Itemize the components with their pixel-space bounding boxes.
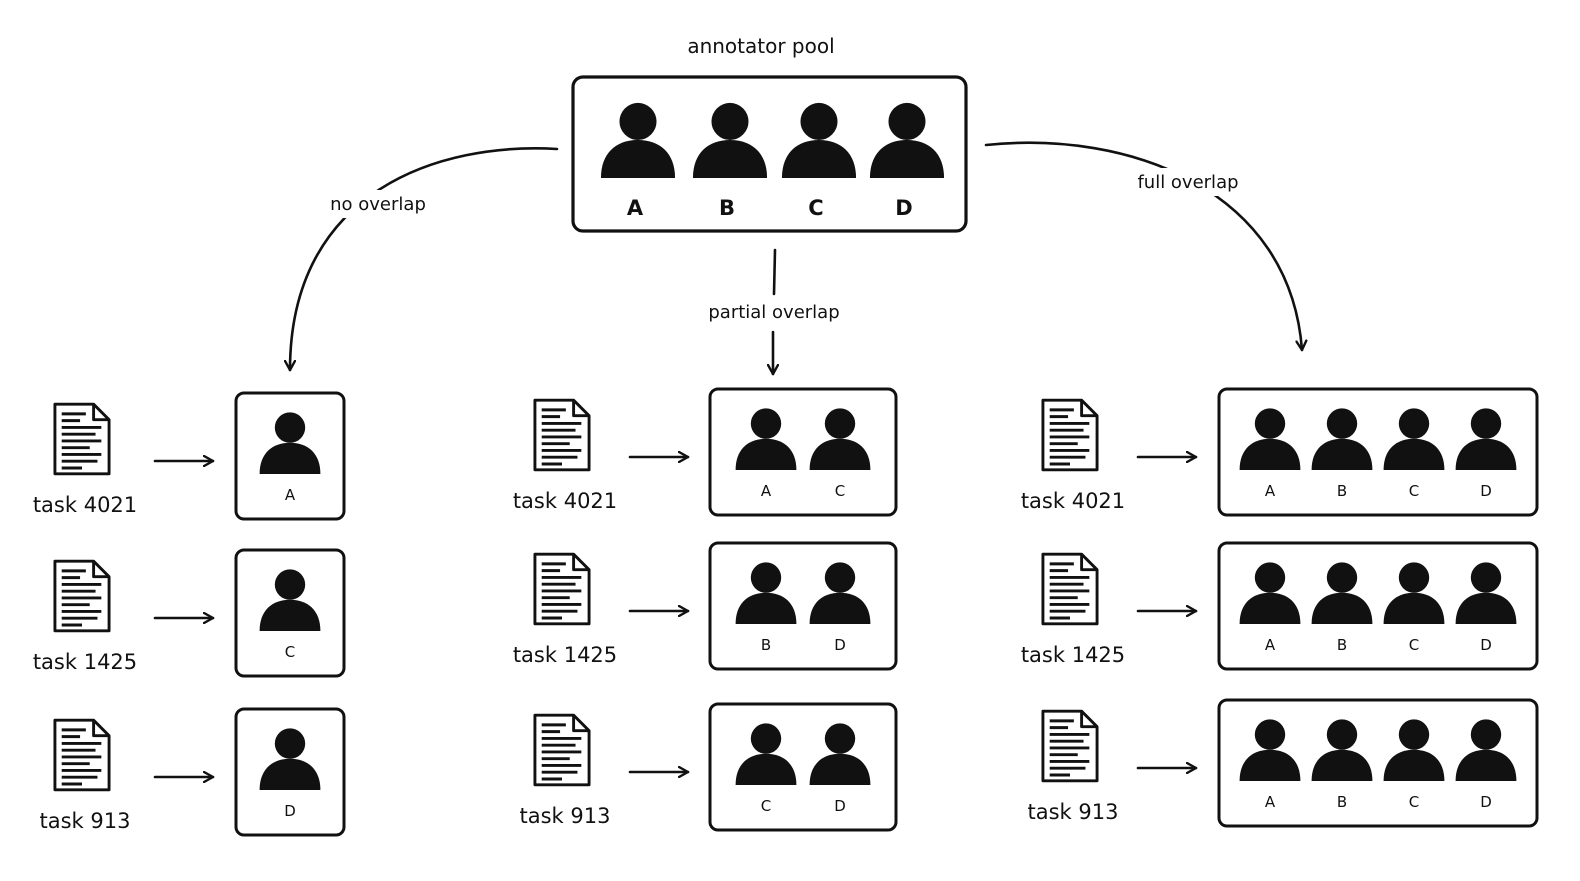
pool-title: annotator pool — [687, 34, 834, 58]
annotator-letter: D — [1480, 636, 1492, 654]
document-icon — [533, 398, 591, 472]
no-overlap-label: no overlap — [330, 194, 426, 215]
task-row: task 4021 A — [33, 391, 346, 521]
assigned-annotators-box — [1217, 698, 1539, 828]
pool-member: C — [781, 102, 857, 220]
annotator-letter: C — [1409, 636, 1419, 654]
annotator-letter: C — [1409, 482, 1419, 500]
annotator-letter: D — [284, 802, 296, 820]
pool-member: B — [692, 102, 768, 220]
task-label: task 4021 — [513, 489, 617, 513]
pool-members: A B C D — [600, 102, 945, 220]
annotator-letter: B — [1337, 636, 1347, 654]
assigned-annotators-box — [708, 387, 898, 517]
document-icon — [53, 718, 111, 792]
document-icon — [533, 713, 591, 787]
assigned-annotators-box — [1217, 387, 1539, 517]
annotator-letter: D — [1480, 793, 1492, 811]
assigned-annotators-box — [708, 541, 898, 671]
task-row: task 1425 C — [33, 548, 346, 678]
task-label: task 913 — [1028, 800, 1119, 824]
annotator-letter: D — [834, 797, 846, 815]
no-overlap-label-bg — [322, 190, 434, 218]
document-icon — [1041, 709, 1099, 783]
pool-member-letter: D — [895, 196, 912, 220]
pool-box — [571, 75, 968, 233]
task-label: task 4021 — [33, 493, 137, 517]
pool-member-letter: A — [627, 196, 644, 220]
document-icon — [533, 552, 591, 626]
annotator-pool: annotator pool A B C D — [571, 34, 968, 233]
annotator-letter: A — [1265, 482, 1276, 500]
task-row: task 1425 B D — [513, 541, 898, 671]
task-label: task 4021 — [1021, 489, 1125, 513]
task-row: task 913 A B C D — [1028, 698, 1539, 828]
partial-overlap-label: partial overlap — [708, 302, 839, 323]
task-row: task 1425 A B C D — [1021, 541, 1539, 671]
assigned-annotators-box — [708, 702, 898, 832]
pool-member: D — [869, 102, 945, 220]
annotator-letter: C — [1409, 793, 1419, 811]
task-row: task 4021 A B C D — [1021, 387, 1539, 517]
task-label: task 1425 — [513, 643, 617, 667]
document-icon — [1041, 552, 1099, 626]
annotator-letter: A — [1265, 636, 1276, 654]
annotator-letter: D — [1480, 482, 1492, 500]
annotator-letter: A — [285, 486, 296, 504]
annotator-letter: D — [834, 636, 846, 654]
annotator-letter: A — [761, 482, 772, 500]
task-row: task 4021 A C — [513, 387, 898, 517]
task-label: task 913 — [40, 809, 131, 833]
task-label: task 913 — [520, 804, 611, 828]
task-label: task 1425 — [1021, 643, 1125, 667]
annotator-letter: C — [761, 797, 771, 815]
document-icon — [1041, 398, 1099, 472]
pool-member: A — [600, 102, 676, 220]
assigned-annotators-box — [1217, 541, 1539, 671]
full-overlap-label: full overlap — [1137, 172, 1238, 193]
task-row: task 913 C D — [520, 702, 898, 832]
pool-member-letter: B — [719, 196, 735, 220]
annotator-letter: C — [835, 482, 845, 500]
partial-overlap-connector-top — [772, 248, 777, 296]
task-label: task 1425 — [33, 650, 137, 674]
document-icon — [53, 559, 111, 633]
full-overlap-label-bg — [1130, 168, 1246, 196]
annotator-letter: C — [285, 643, 295, 661]
annotator-letter: B — [1337, 482, 1347, 500]
pool-member-letter: C — [808, 196, 823, 220]
document-icon — [53, 402, 111, 476]
annotator-letter: B — [1337, 793, 1347, 811]
connectors: no overlap partial overlap full overlap — [290, 141, 1302, 376]
task-row: task 913 D — [40, 707, 346, 837]
annotator-letter: A — [1265, 793, 1276, 811]
annotator-letter: B — [761, 636, 771, 654]
no-overlap-connector — [290, 147, 559, 372]
